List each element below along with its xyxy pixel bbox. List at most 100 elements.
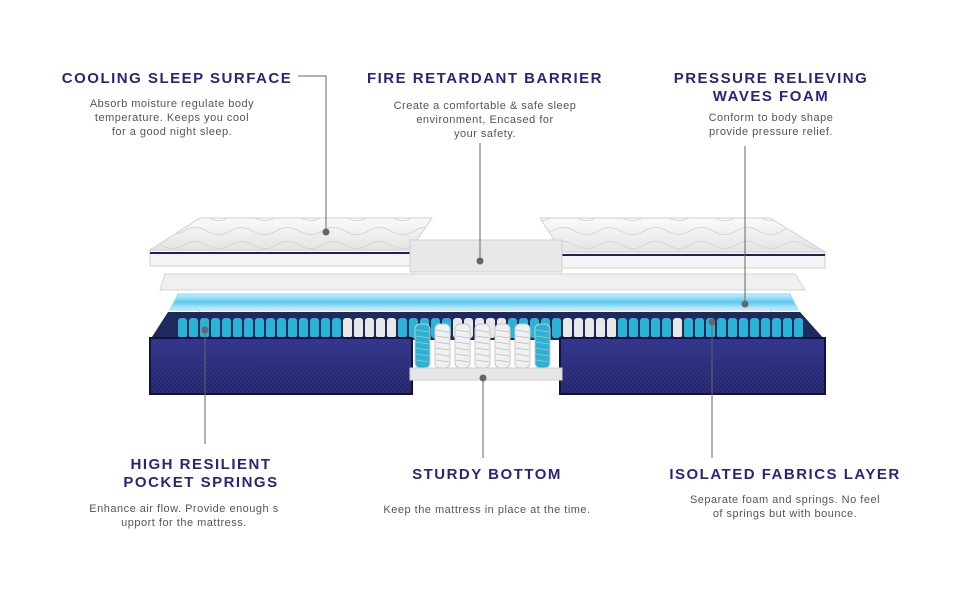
spring-coil-ring [455,353,470,357]
spring-coil-ring [435,329,450,333]
spring-coil-ring [475,359,490,363]
spring-coil [365,318,374,338]
spring-coil-ring [435,347,450,351]
spring-coil [244,318,253,338]
center-springs [414,323,551,369]
spring-coil [739,318,748,338]
spring-coil [728,318,737,338]
leader-lines [201,75,749,458]
spring-coil [277,318,286,338]
spring-coil-ring [535,353,550,357]
spring-coil [222,318,231,338]
spring-coil [607,318,616,338]
spring-coil-ring [435,341,450,345]
spring-coil [772,318,781,338]
fabrics-title: ISOLATED FABRICS LAYER [669,466,901,483]
spring-coil-ring [535,335,550,339]
spring-coil [684,318,693,338]
spring-coil-ring [515,359,530,363]
spring-coil [376,318,385,338]
spring-coil [211,318,220,338]
spring-coil [398,318,407,338]
spring-coil [783,318,792,338]
sturdy-bottom-panel [409,367,563,381]
spring-coil-ring [515,353,530,357]
top-layer-left [148,217,433,267]
waves-foam-layer [169,293,799,311]
pressure-desc: Conform to body shape provide pressure r… [708,112,834,138]
spring-coil [717,318,726,338]
spring-coil-ring [475,347,490,351]
spring-coil [629,318,638,338]
spring-coil-ring [455,359,470,363]
spring-coil-ring [435,359,450,363]
spring-coil [640,318,649,338]
spring-coil-ring [495,341,510,345]
spring-coil-ring [415,341,430,345]
spring-coil-ring [435,335,450,339]
spring-coil-ring [535,329,550,333]
spring-coil-ring [455,335,470,339]
spring-coil-ring [435,353,450,357]
spring-coil [178,318,187,338]
fire-barrier-layer [159,239,806,291]
spring-coil-ring [535,359,550,363]
spring-coil [596,318,605,338]
spring-coil [794,318,803,338]
fire-title: FIRE RETARDANT BARRIER [366,70,604,87]
spring-coil [673,318,682,338]
spring-coil [750,318,759,338]
spring-coil-ring [495,329,510,333]
spring-coil [343,318,352,338]
top-layer-right [539,217,827,269]
spring-coil [233,318,242,338]
spring-coil-ring [415,329,430,333]
spring-coil [552,318,561,338]
spring-coil-ring [535,341,550,345]
fire-desc: Create a comfortable & safe sleep enviro… [393,100,577,140]
spring-coil [618,318,627,338]
cooling-desc: Absorb moisture regulate body temperatur… [89,98,255,138]
spring-coil [662,318,671,338]
spring-coil-ring [455,329,470,333]
spring-coil-ring [415,359,430,363]
bottom-desc: Keep the mattress in place at the time. [383,504,591,516]
spring-coil-ring [515,341,530,345]
pressure-title: PRESSURE RELIEVING WAVES FOAM [673,70,869,105]
spring-coil [288,318,297,338]
spring-coil-ring [455,347,470,351]
spring-coil [266,318,275,338]
fabrics-desc: Separate foam and springs. No feel of sp… [689,494,881,520]
spring-coil-ring [535,347,550,351]
spring-coil [189,318,198,338]
spring-coil [585,318,594,338]
spring-coil [563,318,572,338]
spring-coil-ring [415,347,430,351]
spring-coil [332,318,341,338]
spring-coil-ring [515,335,530,339]
spring-coil [695,318,704,338]
spring-coil-ring [515,347,530,351]
spring-coil [761,318,770,338]
spring-coil [310,318,319,338]
springs-desc: Enhance air flow. Provide enough s uppor… [89,503,279,529]
base-right [559,337,826,395]
spring-coil [255,318,264,338]
spring-coil-ring [475,341,490,345]
spring-coil-ring [515,329,530,333]
spring-coil [574,318,583,338]
base-left [149,337,413,395]
spring-coil-ring [455,341,470,345]
spring-coil-ring [415,353,430,357]
spring-coil-ring [475,353,490,357]
spring-coil [387,318,396,338]
spring-coil [354,318,363,338]
spring-coil-ring [495,359,510,363]
spring-coil-ring [495,335,510,339]
spring-coil-ring [475,335,490,339]
spring-coil-ring [495,347,510,351]
spring-coil-ring [475,329,490,333]
spring-coil-ring [495,353,510,357]
bottom-title: STURDY BOTTOM [412,466,562,483]
